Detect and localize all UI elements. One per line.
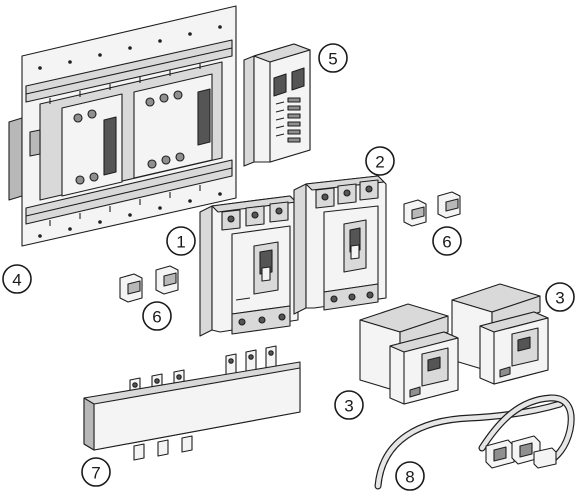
callout-6-right: 6	[432, 226, 462, 256]
callout-1: 1	[166, 226, 196, 256]
callout-label: 3	[555, 289, 564, 308]
callout-3-left: 3	[334, 390, 364, 420]
callout-4: 4	[2, 264, 32, 294]
callout-label: 3	[344, 397, 353, 416]
callout-label: 2	[375, 153, 384, 172]
callout-label: 5	[328, 50, 337, 69]
auxiliary-contacts-left	[119, 265, 179, 303]
breaker-left	[199, 195, 299, 337]
callout-label: 8	[405, 468, 414, 487]
callout-3-right: 3	[545, 282, 575, 312]
breaker-right	[293, 175, 387, 315]
callout-label: 7	[91, 464, 100, 483]
interlock-cables	[374, 394, 575, 490]
callout-2: 2	[365, 146, 395, 176]
callout-label: 1	[176, 233, 185, 252]
terminal-module	[243, 43, 311, 167]
callout-label: 6	[152, 308, 161, 327]
callout-label: 4	[12, 271, 21, 290]
auxiliary-contacts-right	[403, 191, 461, 227]
busbar-link	[83, 345, 301, 461]
callout-8: 8	[395, 461, 425, 491]
motor-operator-left	[359, 303, 459, 405]
callout-7: 7	[81, 457, 111, 487]
callout-label: 6	[442, 233, 451, 252]
motor-operator-right	[451, 283, 549, 385]
callout-5: 5	[318, 43, 348, 73]
callout-6-left: 6	[142, 301, 172, 331]
mounting-plate	[8, 5, 237, 247]
